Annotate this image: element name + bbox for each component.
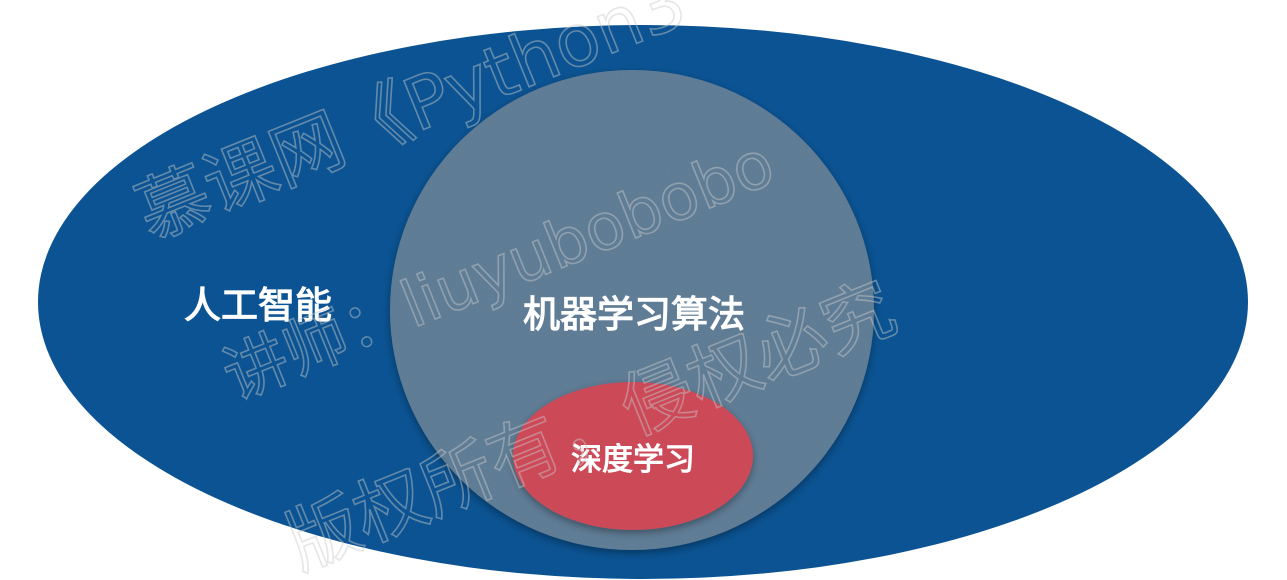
inner-label: 深度学习 — [571, 442, 695, 478]
inner-ellipse-dl — [513, 382, 753, 530]
middle-circle-texture — [390, 70, 874, 550]
outer-label: 人工智能 — [184, 284, 332, 327]
middle-label: 机器学习算法 — [523, 293, 745, 336]
